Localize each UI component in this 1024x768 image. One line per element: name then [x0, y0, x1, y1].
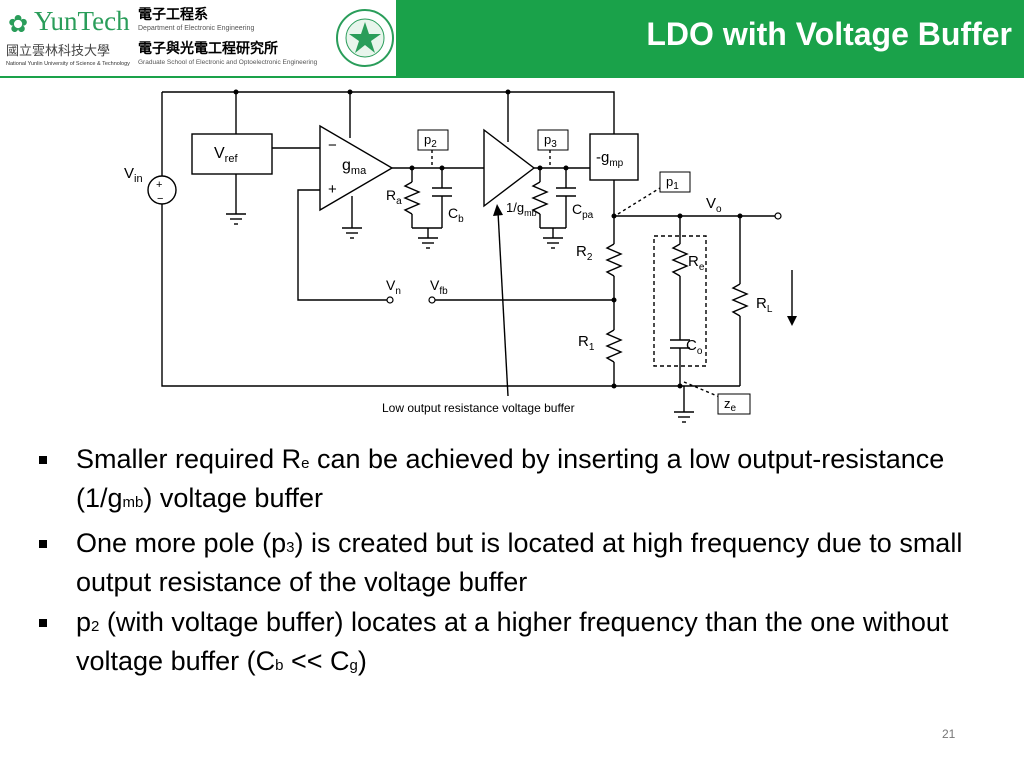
header-divider [0, 76, 1024, 78]
r2-label: R2 [576, 243, 593, 263]
gmb-label: 1/gmb [506, 200, 537, 218]
opamp-minus: − [328, 137, 337, 154]
ra-label: Ra [386, 187, 402, 207]
flower-icon: ✿ [8, 11, 29, 38]
logo-grad-en: Graduate School of Electronic and Optoel… [138, 59, 318, 66]
ze-label: ze [724, 396, 737, 414]
vref-label: Vref [214, 145, 238, 165]
bullet-item: Smaller required Re can be achieved by i… [36, 442, 966, 520]
title-bar: LDO with Voltage Buffer [396, 0, 1024, 76]
re-label: Re [688, 253, 705, 273]
gmp-label: -gmp [596, 149, 624, 169]
vin-label: Vin [124, 165, 143, 185]
slide-title: LDO with Voltage Buffer [646, 16, 1012, 52]
bullet-list: Smaller required Re can be achieved by i… [36, 442, 966, 689]
star-seal-icon [336, 9, 394, 67]
bullet-square-icon [39, 540, 47, 548]
vo-label: Vo [706, 195, 722, 215]
cpa-label: Cpa [572, 201, 594, 221]
logo-dept-en: Department of Electronic Engineering [138, 25, 255, 32]
p1-label: p1 [666, 174, 679, 192]
co-label: Co [686, 337, 703, 357]
p2-label: p2 [424, 132, 437, 150]
header-logo-panel: ✿ YunTech 國立雲林科技大學 National Yunlin Unive… [0, 0, 396, 76]
ldo-circuit-diagram: Vin + − Vref − + gma p2 p3 p1 ze -gmp Ra… [124, 89, 797, 423]
cb-label: Cb [448, 205, 464, 225]
vn-label: Vn [386, 277, 401, 297]
bullet-square-icon [39, 456, 47, 464]
gma-label: gma [342, 157, 367, 177]
p3-label: p3 [544, 132, 557, 150]
bullet-item: p2 (with voltage buffer) locates at a hi… [36, 605, 966, 683]
buffer-caption: Low output resistance voltage buffer [382, 401, 575, 415]
logo-dept-zh: 電子工程系 [138, 6, 208, 22]
vfb-label: Vfb [430, 277, 448, 297]
logo-university-en: National Yunlin University of Science & … [6, 61, 130, 67]
logo-grad-zh: 電子與光電工程研究所 [138, 40, 278, 56]
logo-university-zh: 國立雲林科技大學 [6, 43, 111, 58]
bullet-item: One more pole (p3) is created but is loc… [36, 526, 966, 599]
bullet-square-icon [39, 619, 47, 627]
logo-brand: YunTech [34, 6, 130, 36]
r1-label: R1 [578, 333, 595, 353]
rl-label: RL [756, 295, 773, 315]
page-number: 21 [942, 727, 956, 741]
vin-minus: − [157, 193, 163, 205]
vin-plus: + [156, 179, 162, 191]
opamp-plus: + [328, 181, 337, 198]
